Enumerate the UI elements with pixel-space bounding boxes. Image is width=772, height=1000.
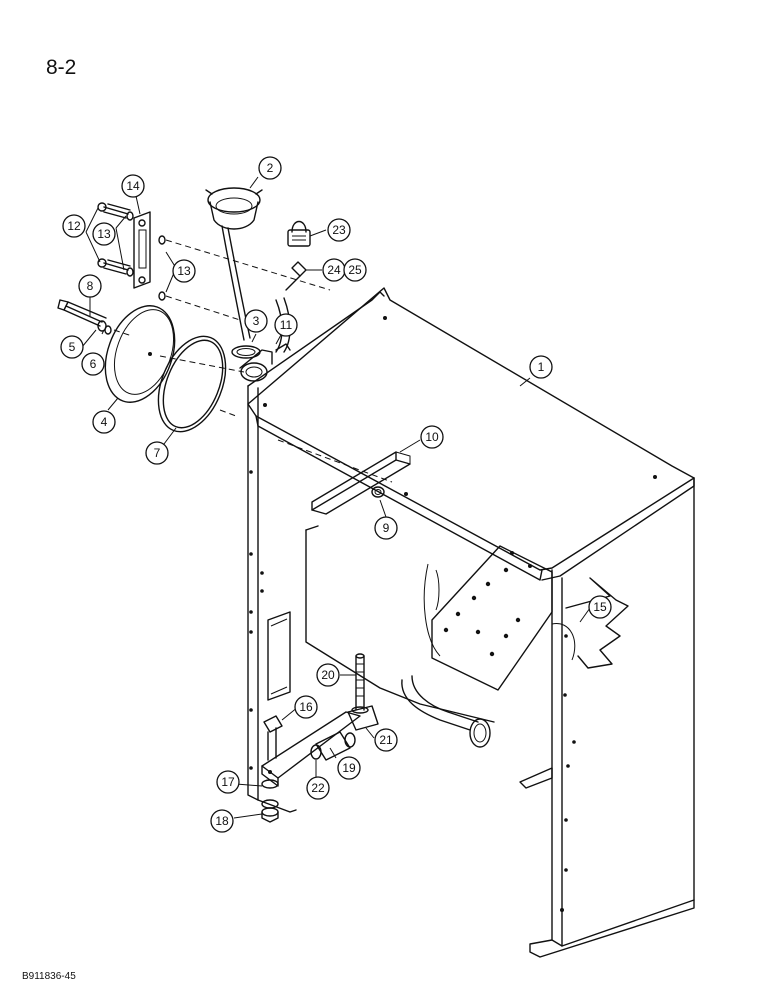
svg-text:23: 23 — [332, 223, 346, 237]
callout-22: 22 — [306, 776, 330, 800]
callout-1: 1 — [529, 355, 553, 379]
filter-cover-plate — [133, 211, 151, 289]
svg-text:10: 10 — [425, 430, 439, 444]
tank-cover — [247, 287, 695, 581]
page-number: 8-2 — [46, 56, 77, 79]
tank-body — [305, 525, 495, 723]
svg-text:2: 2 — [267, 161, 274, 175]
svg-text:20: 20 — [321, 668, 335, 682]
callout-18: 18 — [210, 809, 234, 833]
brace-plate — [431, 545, 553, 691]
callout-2: 2 — [258, 156, 282, 180]
mounting-frame — [247, 291, 385, 813]
svg-text:22: 22 — [311, 781, 325, 795]
svg-text:19: 19 — [342, 761, 356, 775]
access-cover — [104, 305, 176, 403]
svg-text:24: 24 — [327, 263, 341, 277]
callout-15: 15 — [588, 595, 612, 619]
callout-5: 5 — [60, 335, 84, 359]
o-ring — [157, 335, 227, 433]
callout-8: 8 — [78, 274, 102, 298]
callout-16: 16 — [294, 695, 318, 719]
svg-text:3: 3 — [253, 314, 260, 328]
svg-text:5: 5 — [69, 340, 76, 354]
fitting-bushing — [371, 486, 385, 498]
callout-6: 6 — [81, 352, 105, 376]
document-code: B911836-45 — [22, 971, 76, 982]
svg-text:15: 15 — [593, 600, 607, 614]
callout-21: 21 — [374, 728, 398, 752]
elbow-fitting — [347, 705, 379, 731]
svg-text:11: 11 — [280, 318, 293, 332]
filler-neck — [231, 343, 291, 382]
callout-19: 19 — [337, 756, 361, 780]
callout-20: 20 — [316, 663, 340, 687]
svg-text:18: 18 — [215, 814, 229, 828]
callout-4: 4 — [92, 410, 116, 434]
padlock — [287, 220, 311, 247]
callout-13-lower: 13 — [172, 259, 196, 283]
svg-text:8: 8 — [87, 279, 94, 293]
svg-text:13: 13 — [177, 264, 191, 278]
breakout-view — [551, 577, 629, 669]
callout-13-upper: 13 — [92, 222, 116, 246]
svg-text:9: 9 — [383, 521, 390, 535]
callout-10: 10 — [420, 425, 444, 449]
outlet-pipe — [401, 675, 491, 748]
svg-text:12: 12 — [67, 219, 81, 233]
svg-text:25: 25 — [348, 263, 362, 277]
callout-25: 25 — [343, 258, 367, 282]
callout-17: 17 — [216, 770, 240, 794]
svg-text:14: 14 — [126, 179, 140, 193]
washer-nut-17-18 — [261, 779, 279, 823]
callout-14: 14 — [121, 174, 145, 198]
svg-text:4: 4 — [101, 415, 108, 429]
callout-12: 12 — [62, 214, 86, 238]
svg-text:1: 1 — [538, 360, 545, 374]
svg-text:17: 17 — [221, 775, 235, 789]
svg-text:13: 13 — [97, 227, 111, 241]
standpipe-stud — [355, 653, 365, 711]
cap-screw-16 — [263, 715, 283, 761]
washers-13 — [126, 211, 166, 301]
svg-text:21: 21 — [379, 733, 393, 747]
svg-text:6: 6 — [90, 357, 97, 371]
lock-key — [275, 261, 307, 353]
callout-3: 3 — [244, 309, 268, 333]
callout-11: 11 — [274, 313, 298, 337]
sight-gauge — [311, 451, 411, 515]
cap-screws-12 — [97, 202, 131, 275]
tee-fitting — [310, 731, 356, 761]
svg-text:7: 7 — [154, 446, 161, 460]
callout-23: 23 — [327, 218, 351, 242]
callout-7: 7 — [145, 441, 169, 465]
callout-9: 9 — [374, 516, 398, 540]
cover-bolt — [57, 299, 112, 335]
svg-text:16: 16 — [299, 700, 313, 714]
right-side-plate — [519, 477, 695, 958]
leader-lines — [81, 176, 591, 819]
assembly-lines — [113, 239, 393, 483]
callout-24: 24 — [322, 258, 346, 282]
